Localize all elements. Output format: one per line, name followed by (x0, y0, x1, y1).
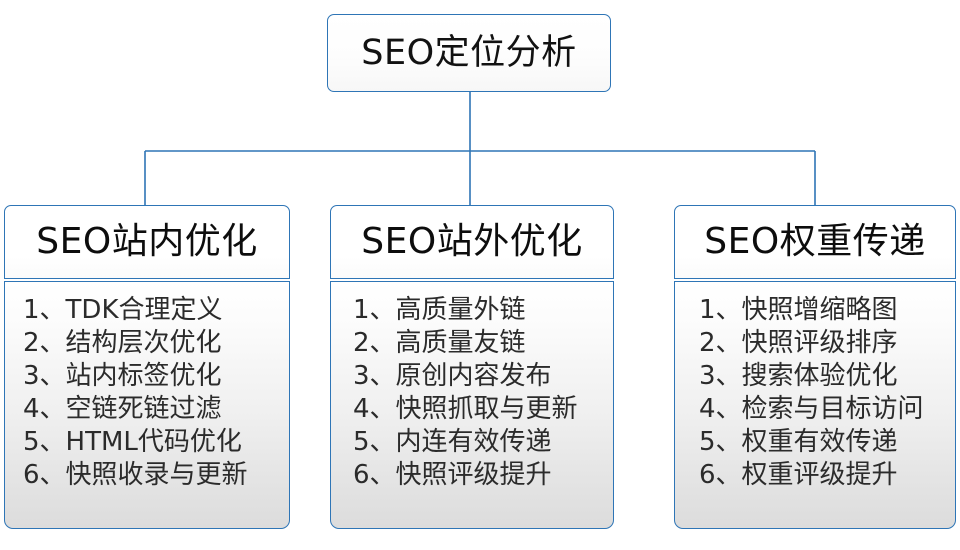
list-item: 2、结构层次优化 (23, 328, 222, 358)
branch-header-title-1: SEO站内优化 (36, 221, 258, 262)
branch-header-title-2: SEO站外优化 (361, 221, 583, 262)
list-item: 6、权重评级提升 (699, 460, 898, 490)
branch-body-1: 1、TDK合理定义 2、结构层次优化 3、站内标签优化 4、空链死链过滤 5、H… (4, 281, 290, 529)
item-list-1: 1、TDK合理定义 2、结构层次优化 3、站内标签优化 4、空链死链过滤 5、H… (5, 294, 289, 492)
list-item: 1、快照增缩略图 (699, 295, 898, 325)
list-item: 4、快照抓取与更新 (353, 394, 578, 424)
item-list-3: 1、快照增缩略图 2、快照评级排序 3、搜索体验优化 4、检索与目标访问 5、权… (675, 294, 955, 492)
list-item: 4、空链死链过滤 (23, 394, 222, 424)
list-item: 3、搜索体验优化 (699, 361, 898, 391)
branch-column-2: SEO站外优化 1、高质量外链 2、高质量友链 3、原创内容发布 4、快照抓取与… (330, 205, 614, 529)
list-item: 6、快照评级提升 (353, 460, 552, 490)
list-item: 1、高质量外链 (353, 295, 526, 325)
list-item: 2、高质量友链 (353, 328, 526, 358)
branch-header-title-3: SEO权重传递 (704, 221, 926, 262)
item-list-2: 1、高质量外链 2、高质量友链 3、原创内容发布 4、快照抓取与更新 5、内连有… (331, 294, 613, 492)
branch-header-3: SEO权重传递 (674, 205, 956, 279)
list-item: 6、快照收录与更新 (23, 460, 248, 490)
list-item: 5、内连有效传递 (353, 427, 552, 457)
list-item: 1、TDK合理定义 (23, 295, 223, 325)
root-node-title: SEO定位分析 (361, 32, 577, 73)
list-item: 3、站内标签优化 (23, 361, 222, 391)
list-item: 2、快照评级排序 (699, 328, 898, 358)
root-node: SEO定位分析 (327, 14, 611, 92)
branch-body-2: 1、高质量外链 2、高质量友链 3、原创内容发布 4、快照抓取与更新 5、内连有… (330, 281, 614, 529)
list-item: 3、原创内容发布 (353, 361, 552, 391)
list-item: 5、权重有效传递 (699, 427, 898, 457)
branch-column-1: SEO站内优化 1、TDK合理定义 2、结构层次优化 3、站内标签优化 4、空链… (4, 205, 290, 529)
branch-header-1: SEO站内优化 (4, 205, 290, 279)
branch-body-3: 1、快照增缩略图 2、快照评级排序 3、搜索体验优化 4、检索与目标访问 5、权… (674, 281, 956, 529)
branch-header-2: SEO站外优化 (330, 205, 614, 279)
list-item: 4、检索与目标访问 (699, 394, 924, 424)
branch-column-3: SEO权重传递 1、快照增缩略图 2、快照评级排序 3、搜索体验优化 4、检索与… (674, 205, 956, 529)
list-item: 5、HTML代码优化 (23, 427, 242, 457)
